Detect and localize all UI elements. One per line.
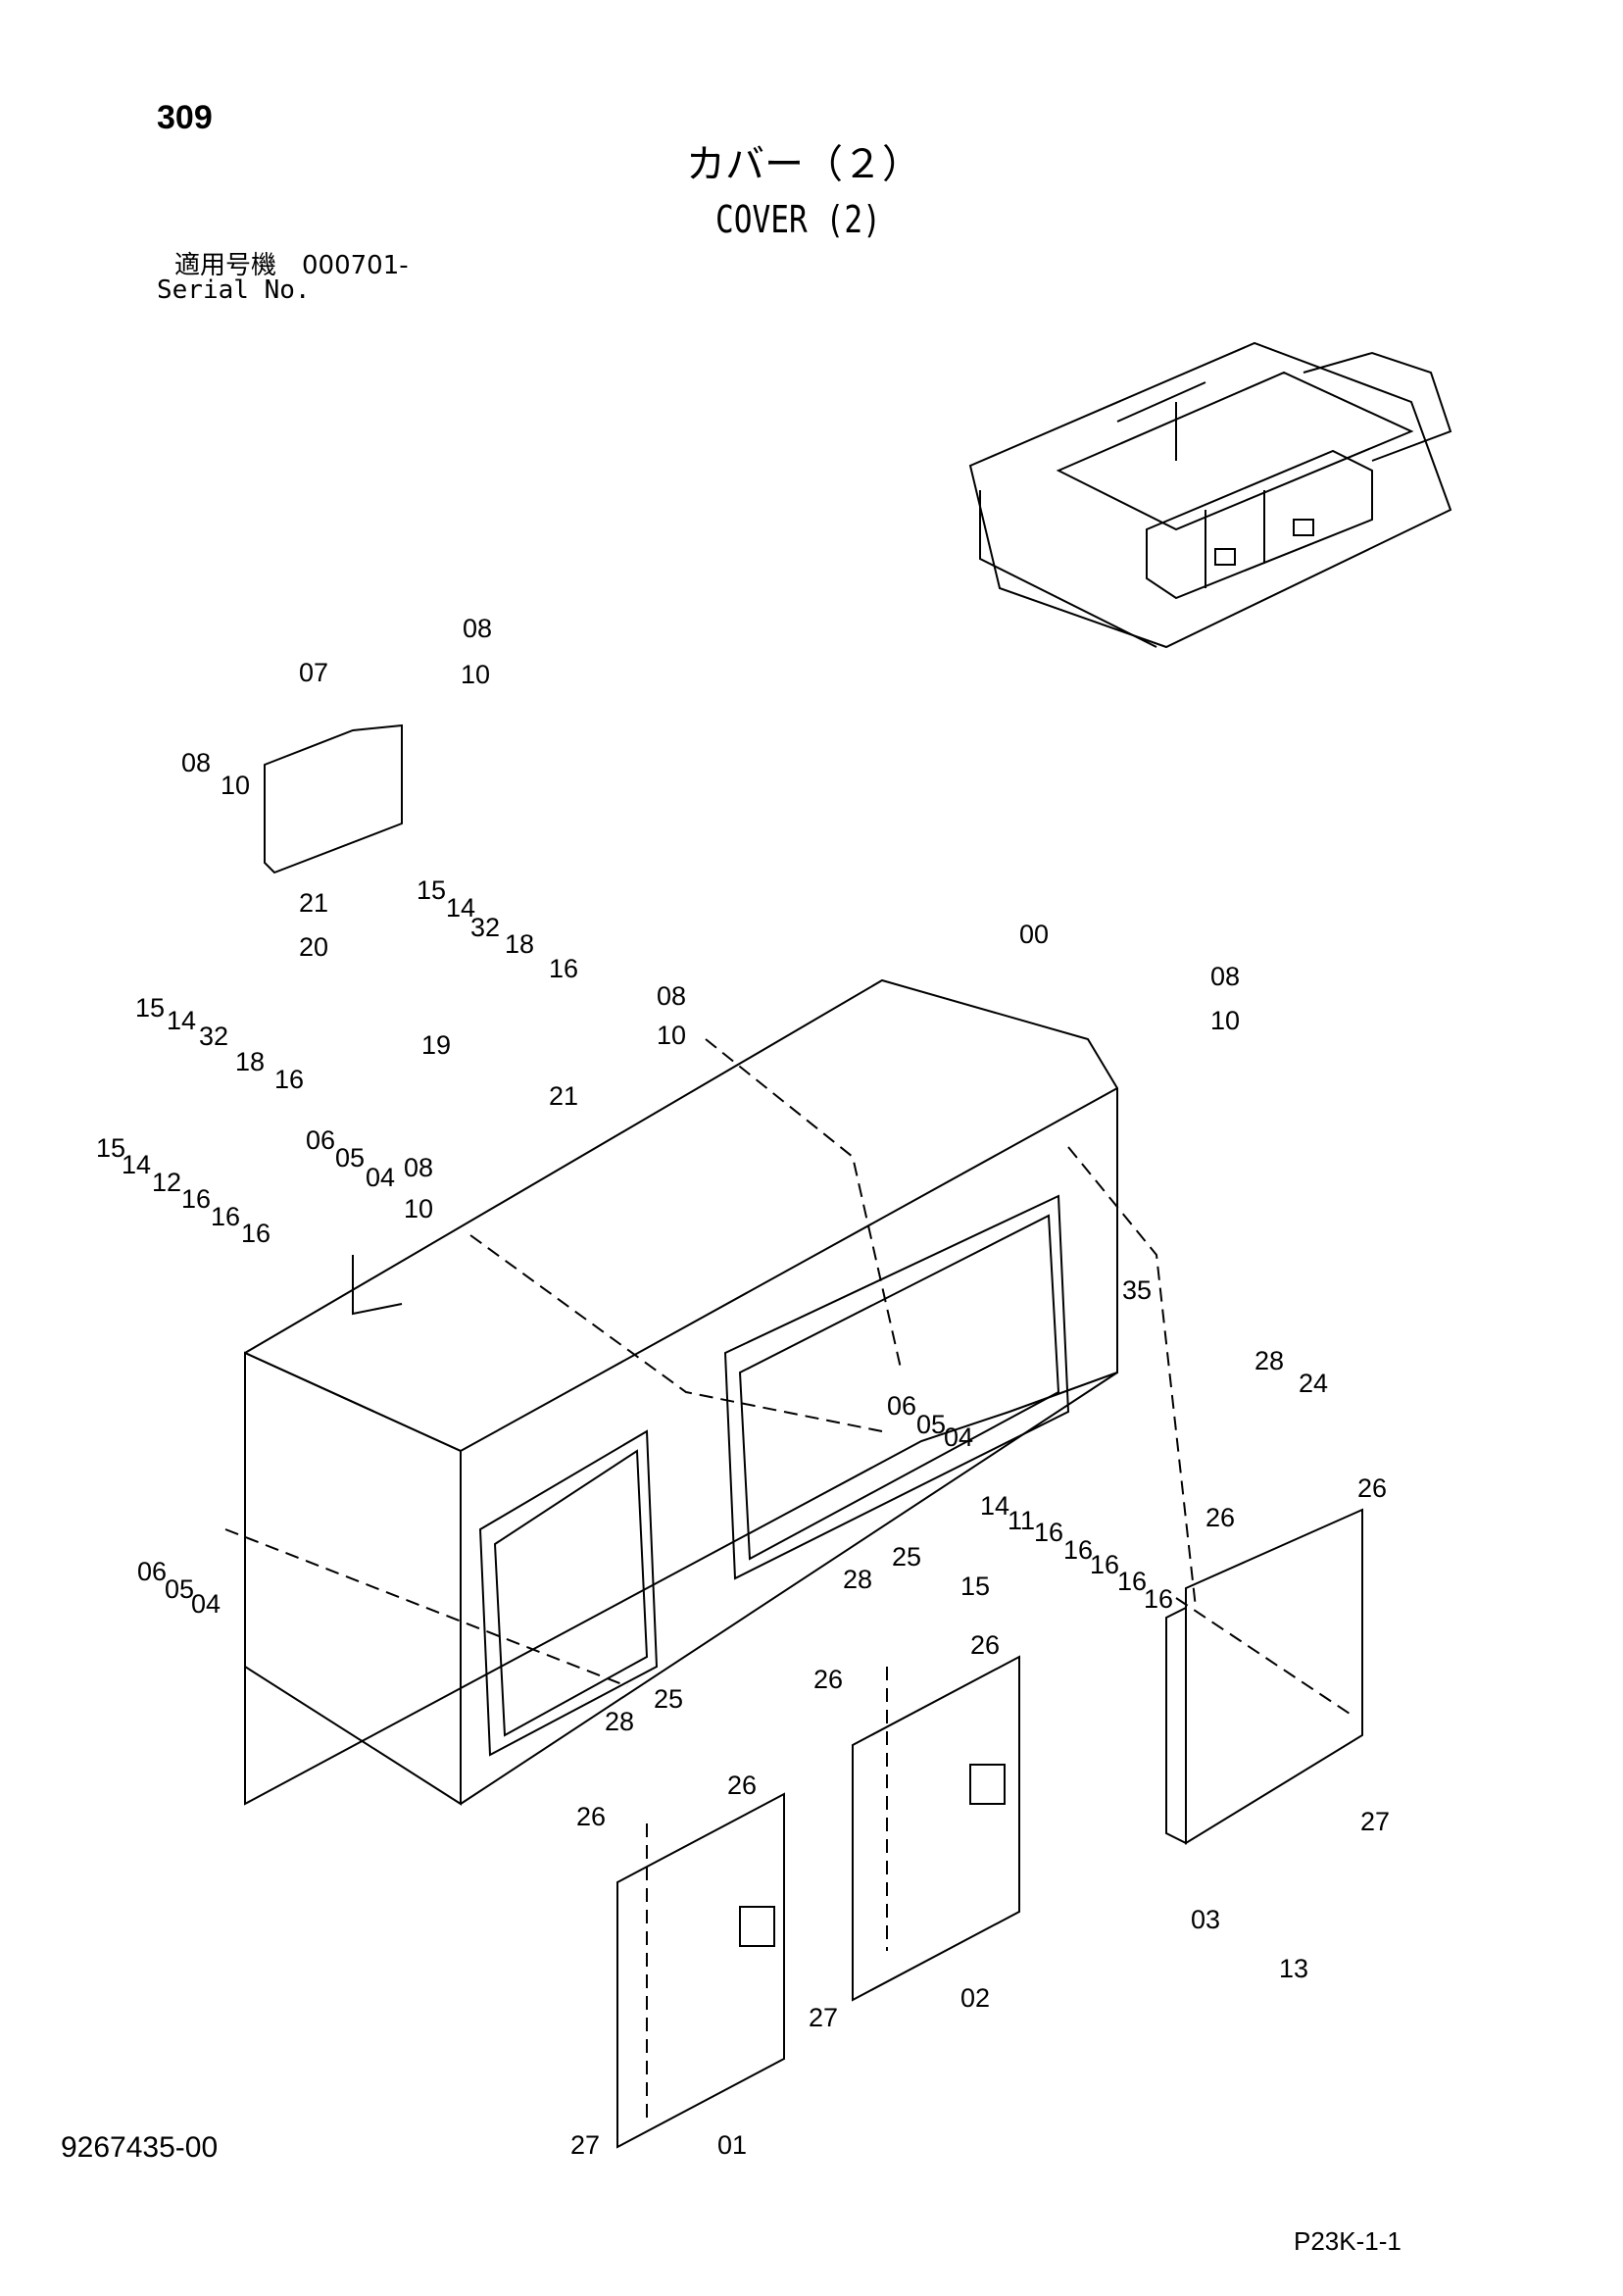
cover-plate-07 bbox=[264, 724, 403, 874]
callout-label: 16 bbox=[549, 954, 578, 983]
callout-label: 03 bbox=[1191, 1905, 1220, 1934]
callout-label: 26 bbox=[1357, 1473, 1387, 1503]
callout-label: 32 bbox=[199, 1022, 228, 1051]
callout-label: 14 bbox=[446, 893, 475, 923]
door-03-frame bbox=[1165, 1606, 1187, 1845]
page-title: COVER (2) bbox=[715, 198, 881, 241]
machine-overview-illustration bbox=[968, 341, 1452, 649]
assembly-leader-lines bbox=[224, 1038, 1353, 2118]
callout-label: 13 bbox=[1279, 1954, 1308, 1983]
callout-label: 08 bbox=[657, 981, 686, 1011]
callout-label: 04 bbox=[944, 1423, 973, 1452]
document-id: 9267435-00 bbox=[61, 2131, 219, 2164]
callout-label: 15 bbox=[960, 1572, 990, 1601]
callout-label: 04 bbox=[366, 1163, 395, 1192]
callout-label: 14 bbox=[980, 1491, 1009, 1521]
callout-label: 21 bbox=[299, 888, 328, 918]
callout-label: 10 bbox=[221, 771, 250, 800]
callout-label: 11 bbox=[1008, 1506, 1035, 1535]
callout-label: 00 bbox=[1019, 920, 1049, 949]
callout-label: 28 bbox=[843, 1565, 872, 1594]
callout-label: 15 bbox=[96, 1133, 125, 1163]
callout-label: 12 bbox=[152, 1168, 181, 1197]
callout-label: 32 bbox=[470, 913, 500, 942]
callout-label: 26 bbox=[576, 1802, 606, 1831]
callout-label: 16 bbox=[241, 1219, 270, 1248]
serial-number-label: Serial No. bbox=[157, 275, 311, 305]
door-01 bbox=[616, 1792, 785, 2149]
door-02 bbox=[852, 1655, 1020, 2002]
callout-label: 10 bbox=[1210, 1006, 1240, 1035]
callout-label: 05 bbox=[335, 1143, 365, 1173]
callout-label: 06 bbox=[137, 1557, 167, 1586]
callout-label: 27 bbox=[1360, 1807, 1390, 1836]
callout-label: 35 bbox=[1122, 1275, 1152, 1305]
callout-label: 01 bbox=[717, 2130, 747, 2160]
callout-label: 16 bbox=[274, 1065, 304, 1094]
callout-label: 08 bbox=[404, 1153, 433, 1182]
callout-label: 25 bbox=[654, 1684, 683, 1714]
callout-label: 26 bbox=[813, 1665, 843, 1694]
callout-label: 27 bbox=[570, 2130, 600, 2160]
callout-label: 16 bbox=[1034, 1518, 1063, 1547]
callout-label: 15 bbox=[135, 993, 165, 1023]
callout-label: 05 bbox=[916, 1410, 946, 1439]
page-title-japanese: カバー（２） bbox=[686, 142, 921, 187]
callout-label: 18 bbox=[235, 1047, 265, 1076]
door-02-latch bbox=[969, 1764, 1006, 1805]
callout-label: 16 bbox=[211, 1202, 240, 1231]
callout-label: 16 bbox=[1144, 1584, 1173, 1614]
callout-label: 21 bbox=[549, 1081, 578, 1111]
callout-label: 08 bbox=[463, 614, 492, 643]
callout-label: 02 bbox=[960, 1983, 990, 2013]
callout-label: 28 bbox=[605, 1707, 634, 1736]
callout-label: 19 bbox=[421, 1030, 451, 1060]
callout-label: 14 bbox=[122, 1150, 151, 1179]
callout-label: 15 bbox=[417, 875, 446, 905]
callout-label: 10 bbox=[657, 1021, 686, 1050]
figure-code: P23K-1-1 bbox=[1294, 2226, 1402, 2256]
callout-label: 16 bbox=[1063, 1535, 1093, 1565]
callout-label: 28 bbox=[1254, 1346, 1284, 1375]
callout-label: 10 bbox=[461, 660, 490, 689]
callout-label: 25 bbox=[892, 1542, 921, 1572]
callout-labels: 08 10 07 08 10 21 20 15 14 32 18 16 15 1… bbox=[96, 614, 1390, 2160]
callout-label: 10 bbox=[404, 1194, 433, 1223]
callout-label: 14 bbox=[167, 1006, 196, 1035]
callout-label: 18 bbox=[505, 929, 534, 959]
callout-label: 26 bbox=[727, 1771, 757, 1800]
callout-label: 16 bbox=[1090, 1550, 1119, 1579]
serial-applicability-japanese: 適用号機 000701- bbox=[174, 251, 409, 280]
door-03 bbox=[1185, 1508, 1363, 1845]
door-01-latch bbox=[739, 1906, 775, 1947]
callout-label: 26 bbox=[1205, 1503, 1235, 1532]
callout-label: 26 bbox=[970, 1630, 1000, 1660]
callout-label: 05 bbox=[165, 1574, 194, 1604]
callout-label: 16 bbox=[1117, 1567, 1147, 1596]
callout-label: 06 bbox=[887, 1391, 916, 1421]
callout-label: 16 bbox=[181, 1184, 211, 1214]
callout-label: 08 bbox=[181, 748, 211, 777]
callout-label: 07 bbox=[299, 658, 328, 687]
callout-label: 27 bbox=[809, 2003, 838, 2032]
callout-label: 24 bbox=[1299, 1369, 1328, 1398]
callout-label: 04 bbox=[191, 1589, 221, 1619]
callout-label: 20 bbox=[299, 932, 328, 962]
page-number: 309 bbox=[157, 99, 213, 136]
callout-label: 06 bbox=[306, 1125, 335, 1155]
main-cover-box bbox=[244, 978, 1118, 1806]
callout-label: 08 bbox=[1210, 962, 1240, 991]
